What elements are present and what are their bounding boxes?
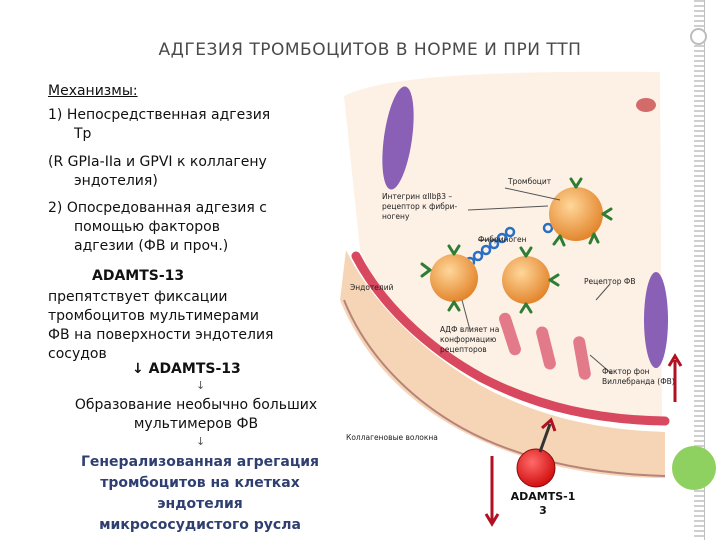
label-adp-3: рецепторов (440, 345, 487, 354)
para-line3: ФВ на поверхности эндотелия (48, 327, 274, 343)
para-line1: препятствует фиксации (48, 289, 228, 305)
label-adp-1: АДФ влияет на (440, 325, 499, 334)
collagen-fiber-1 (499, 312, 521, 356)
page-title: АДГЕЗИЯ ТРОМБОЦИТОВ В НОРМЕ И ПРИ ТТП (158, 40, 582, 60)
adamts-left-arrow-head (484, 513, 500, 527)
purple-cell-right (644, 272, 668, 368)
endothelium-layer (351, 251, 670, 426)
item1-line3: (R GPIa-IIa и GPVI к коллагену (48, 154, 267, 170)
label-vwf-1: Фактор фон (602, 367, 650, 376)
item2-line3: адгезии (ФВ и проч.) (74, 238, 229, 254)
result-line4: микрососудистого русла (99, 517, 301, 533)
label-integrin-3: ногену (382, 212, 410, 221)
formation-line2: мультимеров ФВ (133, 416, 259, 432)
item1-line1: 1) Непосредственная адгезия (48, 107, 271, 123)
adamts-icon (484, 353, 683, 527)
item1-line2: Тр (74, 126, 92, 142)
para-line2: тромбоцитов мультимерами (48, 308, 260, 324)
label-collagen: Коллагеновые волокна (346, 433, 438, 442)
leader-lines (461, 187, 613, 375)
decorative-rail (694, 0, 704, 540)
rail-dot-top (690, 28, 707, 45)
collagen-fiber-2 (536, 326, 556, 370)
mechanisms-heading: Механизмы: (48, 83, 138, 99)
adamts-tilt-arrow-head (541, 417, 557, 432)
label-integrin-2: рецептор к фибри- (382, 202, 458, 211)
platelet-3 (549, 187, 603, 241)
adamts-tilt-arrow-shaft (538, 423, 552, 453)
decorative-rail-line (704, 0, 705, 540)
red-cell-small (636, 98, 656, 112)
decreased-adamts: ↓ ADAMTS-13 (132, 361, 241, 377)
label-endothelium: Эндотелий (350, 283, 394, 292)
vessel-wall (340, 250, 665, 478)
item2-line1: 2) Опосредованная адгезия с (48, 200, 267, 216)
label-integrin-1: Интегрин αIIbβ3 – (382, 192, 452, 201)
collagen-fiber-3 (573, 336, 591, 380)
adamts-red-ball (516, 448, 556, 488)
formation-line1: Образование необычно больших (74, 397, 318, 413)
item2-line2: помощью факторов (74, 219, 220, 235)
small-arrow-1: ↓ (196, 379, 206, 392)
platelet-2 (502, 256, 550, 304)
purple-cell-top (382, 86, 414, 190)
vessel-outer-line (343, 299, 666, 477)
para-line4: сосудов (48, 346, 107, 362)
label-fibrinogen: Фибриноген (478, 235, 527, 244)
small-arrow-2: ↓ (196, 435, 206, 448)
adamts-icon-label: ADAMTS-13 (498, 490, 588, 518)
green-receptors (420, 177, 613, 314)
label-receptor-vw: Рецептор ФВ (584, 277, 635, 286)
label-adp-2: конформацию (440, 335, 496, 344)
adamts-icon-label-text: ADAMTS-13 (510, 490, 576, 517)
label-vwf-2: Виллебранда (ФВ) (602, 377, 675, 386)
adamts-right-arrow-head (667, 353, 683, 367)
adamts-label: ADAMTS-13 (92, 268, 185, 284)
result-line1: Генерализованная агрегация (80, 454, 320, 470)
label-platelet: Тромбоцит (507, 177, 552, 186)
result-line2: тромбоцитов на клетках (100, 475, 300, 491)
rail-dot-green (672, 446, 716, 490)
platelet-1 (430, 254, 478, 302)
item1-line4: эндотелия) (74, 173, 158, 189)
result-line3: эндотелия (157, 496, 243, 512)
